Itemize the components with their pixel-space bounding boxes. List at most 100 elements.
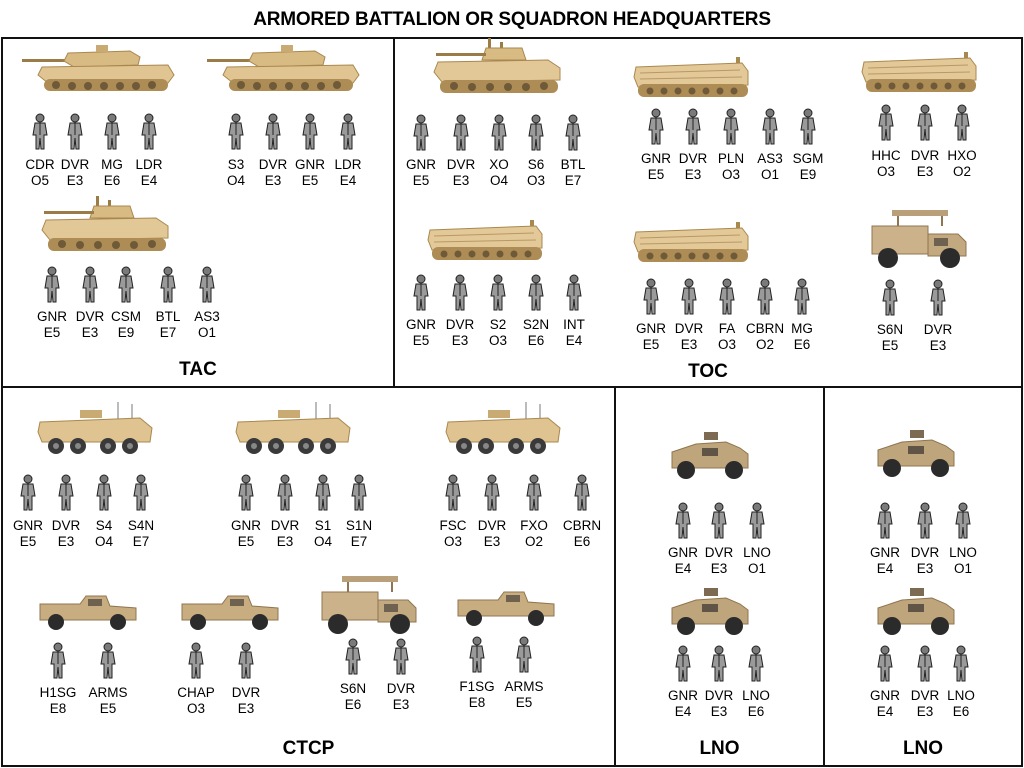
- jltv-icon: [668, 588, 752, 636]
- soldier-icon: [798, 108, 818, 146]
- command-track-icon: [860, 50, 980, 96]
- crew-rank: E5: [301, 173, 319, 188]
- crew-role: CBRN: [562, 518, 602, 533]
- panel-label-ctcp: CTCP: [282, 738, 335, 759]
- soldier-icon: [56, 474, 76, 512]
- soldier-icon: [131, 474, 151, 512]
- crew-role: INT: [563, 317, 585, 332]
- soldier-icon: [197, 266, 217, 304]
- soldier-icon: [18, 474, 38, 512]
- crew-role: S6: [527, 157, 545, 172]
- crew-role: LDR: [135, 157, 163, 172]
- crew-role: DVR: [910, 688, 940, 703]
- soldier-icon: [226, 113, 246, 151]
- crew-rank: E6: [527, 333, 545, 348]
- crew-role: GNR: [37, 309, 67, 324]
- soldier-icon: [721, 108, 741, 146]
- crew-role: LNO: [947, 688, 975, 703]
- crew-rank: O4: [226, 173, 245, 188]
- crew-rank: E9: [117, 325, 135, 340]
- soldier-icon: [102, 113, 122, 151]
- soldier-icon: [747, 502, 767, 540]
- crew-rank: O3: [721, 167, 740, 182]
- crew-rank: E3: [451, 333, 469, 348]
- command-track-icon: [632, 220, 752, 266]
- soldier-icon: [792, 278, 812, 316]
- command-track-icon: [632, 55, 752, 101]
- soldier-icon: [709, 502, 729, 540]
- crew-rank: E3: [680, 337, 698, 352]
- bradley-icon: [428, 38, 568, 96]
- crew-role: DVR: [704, 688, 734, 703]
- humvee-icon: [178, 592, 282, 632]
- soldier-icon: [467, 636, 487, 674]
- crew-rank: E3: [57, 534, 75, 549]
- soldier-icon: [451, 114, 471, 152]
- crew-rank: E4: [140, 173, 158, 188]
- crew-role: DVR: [704, 545, 734, 560]
- crew-rank: E3: [237, 701, 255, 716]
- stryker-icon: [444, 402, 564, 458]
- soldier-icon: [65, 113, 85, 151]
- crew-role: S4: [95, 518, 113, 533]
- crew-role: S6N: [876, 322, 904, 337]
- crew-rank: O1: [197, 325, 216, 340]
- soldier-icon: [641, 278, 661, 316]
- crew-role: GNR: [406, 157, 436, 172]
- soldier-icon: [526, 274, 546, 312]
- crew-rank: E3: [710, 561, 728, 576]
- crew-role: DVR: [51, 518, 81, 533]
- crew-rank: E3: [483, 534, 501, 549]
- crew-role: S2N: [522, 317, 550, 332]
- crew-role: DVR: [75, 309, 105, 324]
- crew-role: CDR: [25, 157, 55, 172]
- soldier-icon: [48, 642, 68, 680]
- soldier-icon: [746, 645, 766, 683]
- crew-role: BTL: [155, 309, 181, 324]
- soldier-icon: [450, 274, 470, 312]
- crew-rank: E5: [515, 695, 533, 710]
- crew-rank: E7: [132, 534, 150, 549]
- soldier-icon: [313, 474, 333, 512]
- crew-rank: E4: [876, 561, 894, 576]
- crew-rank: E6: [103, 173, 121, 188]
- crew-role: DVR: [60, 157, 90, 172]
- crew-role: S4N: [127, 518, 155, 533]
- soldier-icon: [915, 645, 935, 683]
- soldier-icon: [391, 638, 411, 676]
- panel-lno-2: LNO: [823, 386, 1023, 767]
- panel-label-tac: TAC: [179, 359, 217, 380]
- crew-rank: E5: [237, 534, 255, 549]
- crew-role: DVR: [923, 322, 953, 337]
- crew-rank: E3: [916, 704, 934, 719]
- crew-role: LNO: [742, 688, 770, 703]
- panel-label-lno-2: LNO: [902, 738, 944, 759]
- soldier-icon: [158, 266, 178, 304]
- soldier-icon: [482, 474, 502, 512]
- crew-rank: E3: [916, 164, 934, 179]
